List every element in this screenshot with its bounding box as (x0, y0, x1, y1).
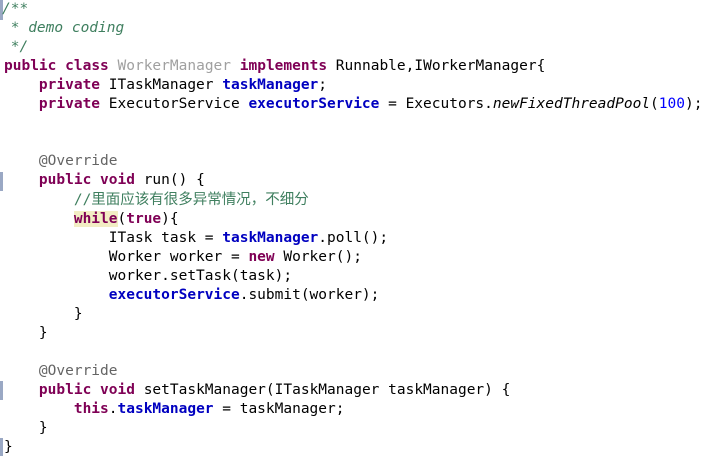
code-token: void (100, 382, 135, 398)
code-line[interactable]: } (4, 324, 48, 343)
code-token (109, 58, 118, 74)
code-token (56, 58, 65, 74)
code-line[interactable]: while(true){ (4, 210, 179, 229)
code-line[interactable]: } (4, 419, 48, 438)
code-line[interactable]: ITask task = taskManager.poll(); (4, 229, 388, 248)
code-token (4, 287, 109, 303)
code-token: executorService (108, 286, 240, 303)
code-line[interactable]: @Override (4, 362, 118, 381)
code-token: new (248, 248, 275, 265)
code-line[interactable]: @Override (4, 152, 118, 171)
code-token: = Executors. (379, 96, 493, 113)
code-token: ITaskManager (100, 77, 223, 94)
code-token: } (4, 305, 83, 322)
code-token: setTaskManager(ITaskManager taskManager)… (134, 382, 511, 398)
code-token: Worker(); (274, 248, 362, 265)
code-token: WorkerManager (117, 58, 232, 75)
code-token: run() { (134, 172, 205, 189)
code-token: .poll(); (318, 229, 389, 246)
code-token (4, 77, 39, 93)
code-token: */ (2, 39, 29, 56)
code-token: 100 (658, 96, 685, 113)
code-token: ){ (161, 210, 179, 227)
code-line[interactable]: worker.setTask(task); (4, 267, 292, 286)
code-token: .submit(worker); (239, 286, 380, 303)
code-line[interactable]: } (4, 305, 83, 324)
code-line[interactable]: public void run() { (4, 171, 205, 190)
code-token: taskManager (222, 229, 319, 246)
code-token: . (108, 401, 118, 418)
code-token: } (4, 420, 48, 437)
code-token: ( (117, 210, 127, 227)
code-token: * demo coding (2, 20, 125, 37)
code-token: while (73, 210, 118, 227)
code-token (4, 153, 39, 169)
code-line[interactable]: private ExecutorService executorService … (4, 95, 703, 114)
fold-marker-end (0, 438, 3, 456)
code-token (91, 172, 100, 188)
code-token: class (65, 58, 109, 75)
code-token: @Override (38, 153, 118, 170)
code-token: } (4, 439, 13, 456)
code-token: public (4, 58, 57, 75)
code-token: executorService (248, 96, 380, 113)
code-token (91, 382, 100, 398)
code-line[interactable]: //里面应该有很多异常情况，不细分 (4, 191, 309, 210)
code-token: public (38, 382, 92, 398)
code-token: worker.setTask(task); (4, 267, 293, 284)
code-token (4, 192, 74, 208)
fold-marker-run (0, 172, 3, 191)
code-token: public (38, 172, 92, 189)
code-token: this (73, 401, 109, 418)
code-token: implements (239, 58, 328, 75)
code-token: ExecutorService (100, 96, 249, 113)
code-token: newFixedThreadPool (492, 96, 651, 113)
fold-marker-class (0, 0, 3, 20)
code-line[interactable]: this.taskManager = taskManager; (4, 400, 345, 419)
code-line[interactable]: private ITaskManager taskManager; (4, 76, 327, 95)
code-token: ITask task = (4, 229, 223, 246)
code-token: private (38, 77, 101, 94)
fold-marker-settaskmanager (0, 381, 3, 400)
code-token (4, 211, 74, 227)
code-token (4, 172, 39, 188)
code-token (4, 401, 74, 417)
code-token: taskManager (222, 77, 319, 94)
code-line[interactable]: public void setTaskManager(ITaskManager … (4, 381, 510, 400)
code-line[interactable]: } (4, 438, 13, 457)
code-line[interactable]: */ (2, 38, 28, 57)
code-token: = taskManager; (213, 401, 345, 418)
code-line[interactable]: Worker worker = new Worker(); (4, 248, 362, 267)
code-token: /** (2, 1, 29, 17)
code-token: //里面应该有很多异常情况，不细分 (73, 191, 309, 208)
code-token: taskManager (117, 401, 214, 418)
code-token: private (38, 96, 101, 113)
code-line[interactable]: /** (2, 0, 28, 19)
code-token: Runnable,IWorkerManager{ (327, 58, 546, 75)
code-token: ( (650, 96, 659, 113)
code-token: true (126, 210, 162, 227)
code-token (4, 363, 39, 379)
code-token (231, 58, 240, 74)
code-token: ; (318, 77, 328, 94)
code-token: void (100, 172, 135, 189)
code-token: ); (684, 96, 703, 113)
code-token (4, 382, 39, 398)
code-line[interactable]: executorService.submit(worker); (4, 286, 380, 305)
code-token: @Override (38, 362, 118, 379)
code-token: } (4, 324, 48, 341)
code-line[interactable]: * demo coding (2, 19, 125, 38)
code-token: Worker worker = (4, 248, 249, 265)
code-token (4, 96, 39, 112)
code-line[interactable]: public class WorkerManager implements Ru… (4, 57, 545, 76)
